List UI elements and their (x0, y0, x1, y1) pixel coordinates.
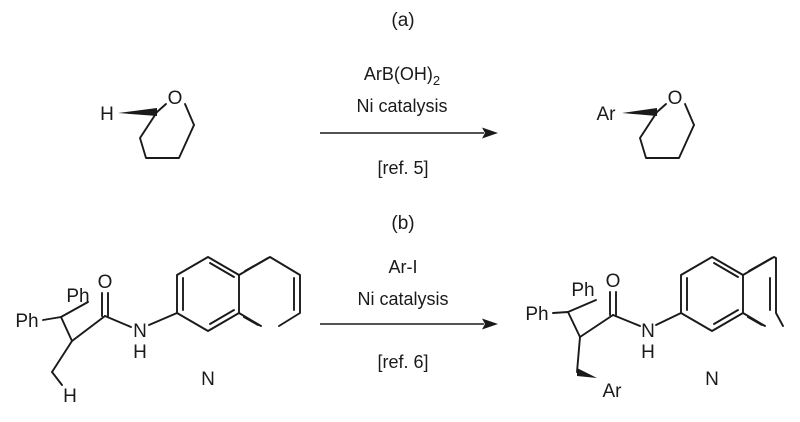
c-h-bond (51, 371, 63, 386)
ar-group-label: Ar (597, 104, 617, 125)
thf-ring-bonds (639, 111, 695, 159)
thf-c-o-bond (156, 103, 167, 113)
quinoline-pyridine-ring (238, 256, 301, 327)
amide-n-label: N (133, 321, 147, 342)
quinoline-benzo-ring (176, 256, 240, 332)
reagent-subscript: 2 (433, 73, 440, 88)
n-quinoline-bond (655, 312, 682, 326)
thf-reactant: H O (100, 88, 195, 159)
quinoline-double-bond (209, 262, 235, 278)
ph-top-label: Ph (571, 280, 594, 301)
reagent-label: Ar-I (389, 257, 418, 277)
thf-c-o-bond (656, 103, 667, 113)
n-quinoline-bond (148, 312, 178, 326)
ph-left-bond (552, 311, 569, 314)
panel-a: (a) H O ArB(OH)2 Ni catalysis [ref. 5] A… (100, 10, 695, 178)
panel-a-label: (a) (391, 10, 414, 31)
arrow-head (482, 318, 498, 330)
c-ch2-bond (60, 316, 73, 342)
amide-h-label: H (641, 342, 655, 363)
panel-b: (b) Ph Ph O N H (15, 213, 784, 407)
quinoline-double-bond (747, 316, 763, 326)
thf-o-c-bond (184, 103, 195, 126)
h-wedge-bond (118, 108, 157, 116)
amide-n-label: N (641, 321, 655, 342)
carbonyl-o-label: O (98, 272, 113, 293)
reference-label: [ref. 6] (377, 352, 428, 372)
carbonyl-n-bond (104, 315, 132, 328)
amide-h-label: H (133, 342, 147, 363)
thf-o-c-bond (684, 103, 695, 126)
quinoline-n-label: N (705, 369, 719, 390)
o-atom-label: O (668, 88, 683, 109)
reference-label: [ref. 5] (377, 158, 428, 178)
thf-product: Ar O (597, 88, 695, 159)
ch2-bond (51, 340, 73, 373)
quinoline-n-label: N (201, 369, 215, 390)
ph-top-label: Ph (66, 286, 89, 307)
quinoline-double-bond (713, 309, 739, 325)
panel-b-label: (b) (391, 213, 414, 234)
arrow-head (482, 127, 498, 139)
h-atom-label: H (63, 386, 77, 407)
quinoline-double-bond (209, 309, 235, 325)
c-ch2-bond (567, 311, 581, 338)
carbonyl-o-label: O (606, 271, 621, 292)
ph-left-label: Ph (15, 311, 38, 332)
ph-left-label: Ph (525, 304, 548, 325)
thf-ring-bonds (139, 111, 195, 159)
reaction-arrow-b (320, 318, 498, 330)
ar-wedge-bond (622, 108, 657, 116)
amide-product: Ph Ph O N H N Ar (525, 256, 784, 402)
h-atom-label: H (100, 104, 114, 125)
ph-top-bond (567, 299, 597, 313)
ph-left-bond (42, 316, 62, 321)
ar-group-label: Ar (603, 381, 623, 402)
ch2-bond (576, 336, 581, 373)
amide-reactant: Ph Ph O N H N H (15, 256, 301, 407)
quinoline-double-bond (244, 257, 269, 272)
quinoline-double-bond (748, 257, 773, 272)
o-atom-label: O (168, 88, 183, 109)
quinoline-double-bond (713, 262, 739, 278)
reaction-arrow-a (320, 127, 498, 139)
catalyst-label: Ni catalysis (356, 96, 447, 116)
ar-wedge-bond (577, 368, 597, 378)
reagent-label: ArB(OH)2 (364, 64, 440, 88)
catalyst-label: Ni catalysis (357, 289, 448, 309)
ph-top-bond (60, 301, 89, 318)
carbonyl-n-bond (612, 314, 641, 327)
reagent-base: ArB(OH) (364, 64, 433, 84)
quinoline-double-bond (243, 316, 259, 326)
c-carbonyl-bond (579, 314, 614, 338)
c-carbonyl-bond (71, 315, 106, 342)
quinoline-benzo-ring (680, 256, 744, 332)
